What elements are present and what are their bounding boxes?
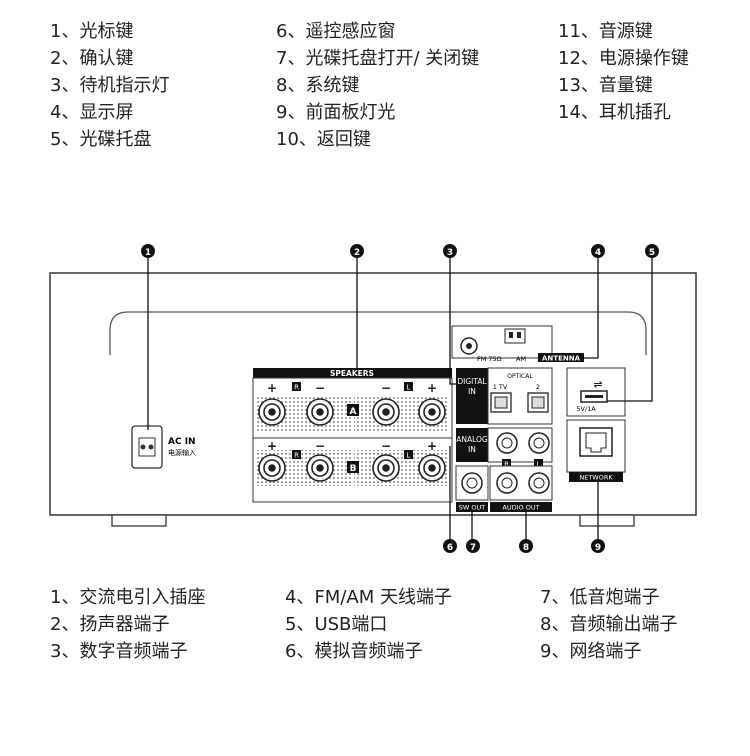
callout-7 — [466, 539, 480, 553]
svg-text:6: 6 — [447, 543, 453, 553]
legend-item: 11、音源键 — [558, 21, 653, 42]
front-legend-col-3: 11、音源键 12、电源操作键 13、音量键 14、耳机插孔 — [558, 18, 689, 126]
network-label: NETWORK — [579, 474, 613, 482]
optical-label: OPTICAL — [507, 373, 533, 380]
rear-legend-col-1: 1、交流电引入插座 2、扬声器端子 3、数字音频端子 — [50, 584, 205, 665]
legend-item: 9、网络端子 — [540, 641, 642, 662]
optical-2-label: 2 — [536, 383, 540, 391]
legend-item: 13、音量键 — [558, 75, 653, 96]
legend-item: 1、光标键 — [50, 21, 134, 42]
legend-item: 9、前面板灯光 — [276, 102, 396, 123]
usb-port-block: ⇌ 5V/1A — [566, 367, 626, 417]
usb-icon: ⇌ — [593, 378, 602, 391]
rear-legend-col-2: 4、FM/AM 天线端子 5、USB端口 6、模拟音频端子 — [285, 584, 452, 665]
digital-in-label-2: IN — [468, 387, 476, 396]
top-cover-outline — [109, 311, 647, 355]
digital-in-label: DIGITAL — [457, 377, 487, 386]
am-label: AM — [516, 355, 526, 363]
foot-right — [579, 514, 635, 527]
network-port-block: NETWORK — [566, 419, 626, 482]
ac-in-cn-label: 电源输入 — [168, 448, 196, 457]
legend-item: 8、音频输出端子 — [540, 614, 678, 635]
callout-8 — [519, 539, 533, 553]
legend-item: 4、显示屏 — [50, 102, 134, 123]
fm-label: FM 75Ω — [477, 355, 502, 363]
out-l-label: L — [537, 461, 541, 469]
callout-5 — [645, 244, 659, 258]
callout-3 — [443, 244, 457, 258]
legend-item: 7、光碟托盘打开/ 关闭键 — [276, 48, 480, 69]
callout-2 — [350, 244, 364, 258]
callout-4 — [591, 244, 605, 258]
legend-item: 2、扬声器端子 — [50, 614, 170, 635]
legend-item: 14、耳机插孔 — [558, 102, 671, 123]
callout-6 — [443, 539, 457, 553]
antenna-label: ANTENNA — [542, 355, 581, 363]
legend-item: 3、待机指示灯 — [50, 75, 170, 96]
analog-in-label-2: IN — [468, 445, 476, 454]
svg-text:+: + — [427, 439, 437, 453]
channel-l-label-b: L — [407, 452, 411, 460]
legend-item: 10、返回键 — [276, 129, 371, 150]
sw-out-block: SW OUT — [455, 465, 489, 512]
svg-text:1: 1 — [145, 248, 151, 258]
sw-out-label: SW OUT — [459, 504, 485, 512]
channel-l-label: L — [407, 384, 411, 392]
front-legend-col-1: 1、光标键 2、确认键 3、待机指示灯 4、显示屏 5、光碟托盘 — [50, 18, 169, 153]
out-r-label: R — [504, 461, 509, 469]
channel-r-label: R — [294, 384, 299, 392]
legend-item: 8、系统键 — [276, 75, 360, 96]
legend-item: 12、电源操作键 — [558, 48, 689, 69]
svg-text:3: 3 — [447, 248, 453, 258]
audio-out-label: AUDIO OUT — [502, 504, 539, 512]
legend-item: 4、FM/AM 天线端子 — [285, 587, 452, 608]
channel-b-label: B — [350, 464, 357, 474]
legend-item: 7、低音炮端子 — [540, 587, 660, 608]
front-legend-col-2: 6、遥控感应窗 7、光碟托盘打开/ 关闭键 8、系统键 9、前面板灯光 10、返… — [276, 18, 479, 153]
svg-text:4: 4 — [595, 248, 601, 258]
ac-in-label: AC IN — [168, 437, 196, 447]
speakers-label: SPEAKERS — [330, 369, 374, 378]
svg-text:+: + — [427, 381, 437, 395]
svg-text:9: 9 — [595, 543, 601, 553]
svg-text:−: − — [381, 439, 391, 453]
analog-in-block: ANALOG IN R L — [456, 427, 553, 469]
svg-text:−: − — [381, 381, 391, 395]
leader-lines — [147, 258, 653, 540]
antenna-terminal[interactable] — [451, 325, 553, 359]
analog-in-label: ANALOG — [456, 435, 488, 444]
rear-legend-col-3: 7、低音炮端子 8、音频输出端子 9、网络端子 — [540, 584, 677, 665]
svg-text:+: + — [267, 439, 277, 453]
svg-text:2: 2 — [354, 248, 360, 258]
legend-item: 1、交流电引入插座 — [50, 587, 206, 608]
svg-text:5: 5 — [649, 248, 655, 258]
legend-item: 6、模拟音频端子 — [285, 641, 423, 662]
legend-item: 3、数字音频端子 — [50, 641, 188, 662]
channel-r-label-b: R — [294, 452, 299, 460]
callout-9 — [591, 539, 605, 553]
ac-in-socket[interactable] — [131, 425, 163, 469]
legend-item: 5、USB端口 — [285, 614, 388, 635]
svg-text:7: 7 — [470, 543, 476, 553]
audio-out-block: AUDIO OUT — [489, 465, 553, 512]
callout-1 — [141, 244, 155, 258]
legend-item: 2、确认键 — [50, 48, 134, 69]
legend-item: 6、遥控感应窗 — [276, 21, 396, 42]
usb-rating-label: 5V/1A — [576, 405, 596, 413]
callout-markers: 1 2 3 4 5 6 7 8 9 — [141, 244, 659, 553]
svg-text:8: 8 — [523, 543, 529, 553]
svg-text:−: − — [315, 381, 325, 395]
optical-1-label: 1 TV — [493, 383, 508, 391]
svg-text:+: + — [267, 381, 277, 395]
speaker-terminals: SPEAKERS + − − + + − − + R L R L A B — [252, 368, 453, 503]
legend-item: 5、光碟托盘 — [50, 129, 152, 150]
foot-left — [111, 514, 167, 527]
channel-a-label: A — [350, 407, 357, 417]
svg-text:−: − — [315, 439, 325, 453]
digital-in-block: DIGITAL IN OPTICAL 1 TV 2 — [456, 367, 553, 425]
